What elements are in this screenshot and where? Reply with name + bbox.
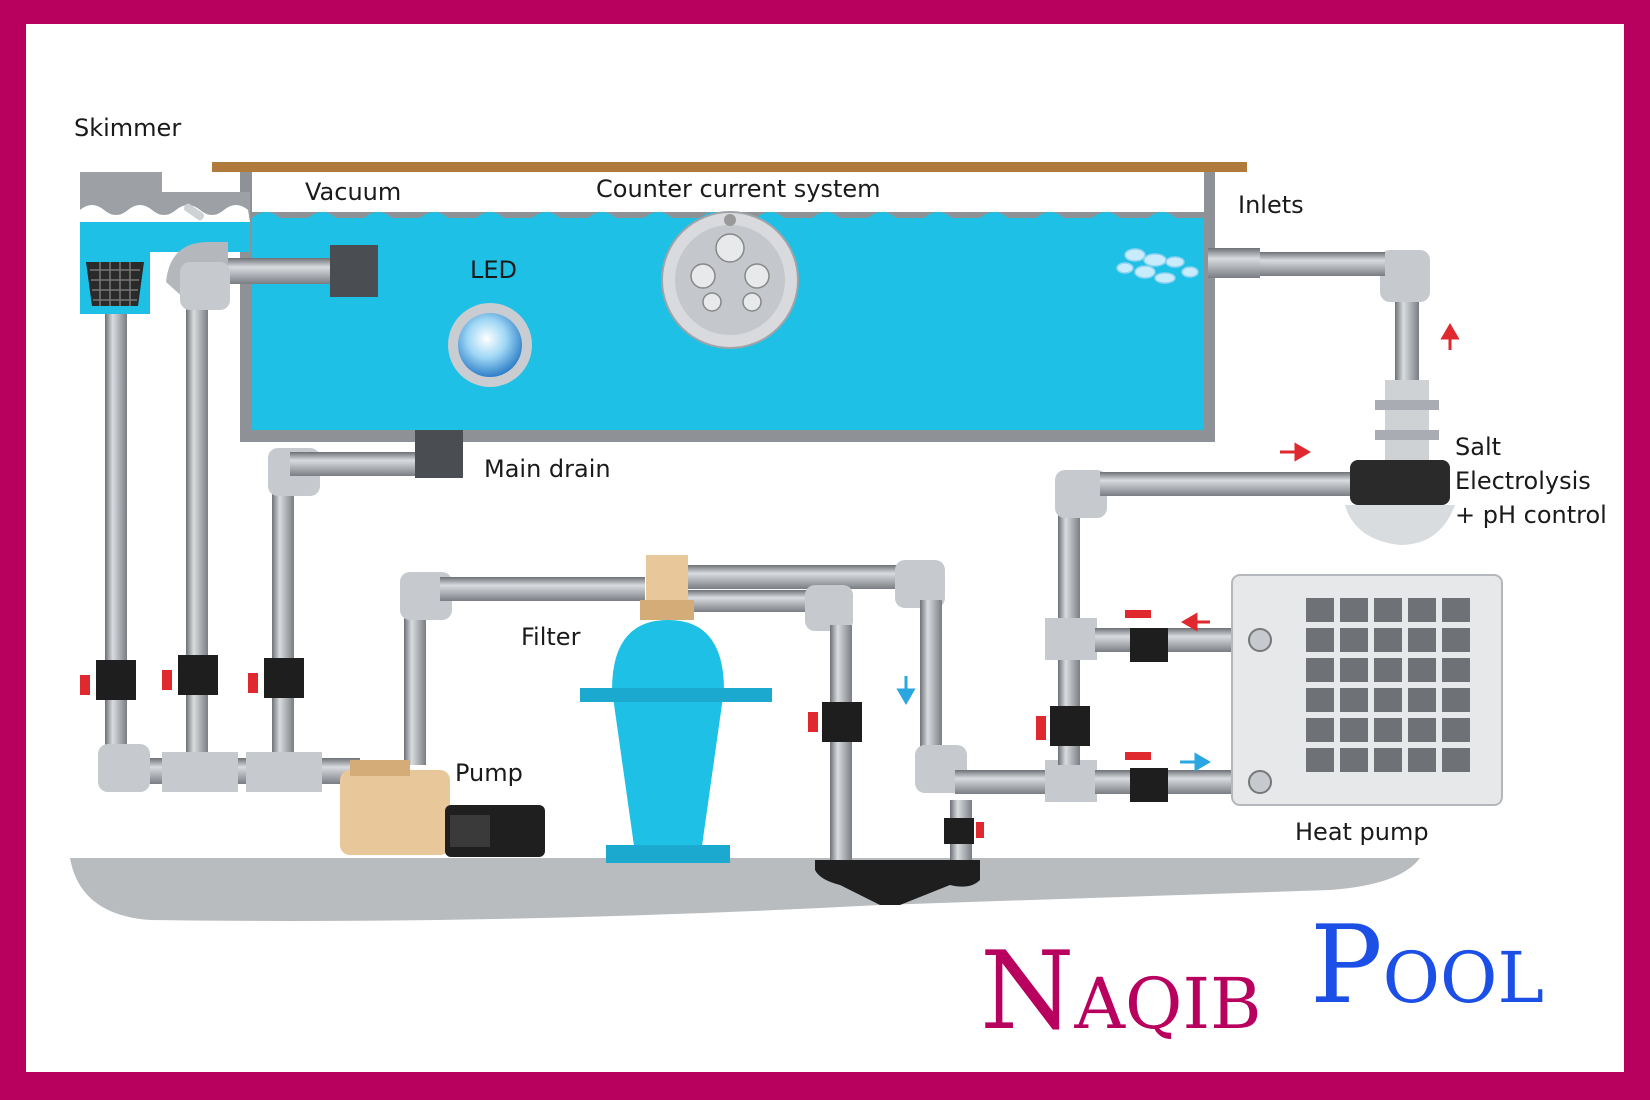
brand-n: N [980,929,1075,1054]
svg-text:NAQIB: NAQIB [980,929,1262,1054]
brand-logo: NAQIB POOL [980,903,1544,1054]
vacuum-fitting [330,245,378,297]
sand-filter [580,555,772,863]
arrow-right-red [1280,442,1311,462]
inlet-fitting [1208,248,1260,278]
pool-pump [340,760,545,857]
label-filter: Filter [521,623,581,651]
label-pump: Pump [455,759,523,787]
brand-p: P [1310,903,1383,1028]
brand-ool: OOL [1383,937,1544,1019]
label-skimmer: Skimmer [74,114,181,142]
heat-pump [1231,574,1503,806]
label-salt-line1: Salt [1455,433,1501,461]
label-salt-line2: Electrolysis [1455,467,1591,495]
arrow-right-blue [1180,752,1211,772]
counter-current-unit [661,211,799,349]
label-inlets: Inlets [1238,191,1304,219]
valves [80,610,1168,844]
label-heat-pump: Heat pump [1295,818,1429,846]
label-led: LED [470,256,517,284]
pipe-network [98,242,1430,865]
main-drain-fitting [415,430,463,478]
label-counter-current: Counter current system [596,175,881,203]
flow-arrows [896,323,1460,772]
pool-deck [212,162,1247,172]
arrow-down-blue [896,676,916,705]
arrow-left-red [1181,612,1210,632]
pool-above-water [252,172,1204,212]
ground [70,858,1420,921]
salt-electrolysis-unit [1345,380,1455,545]
inlet-bubbles [1116,248,1199,284]
waste-drain [815,860,980,905]
svg-text:POOL: POOL [1310,903,1544,1028]
arrow-up-red [1440,323,1460,350]
label-vacuum: Vacuum [305,178,401,206]
label-main-drain: Main drain [484,455,611,483]
brand-aqib: AQIB [1074,963,1262,1045]
led-light [448,303,532,387]
label-salt-line3: + pH control [1455,501,1607,529]
